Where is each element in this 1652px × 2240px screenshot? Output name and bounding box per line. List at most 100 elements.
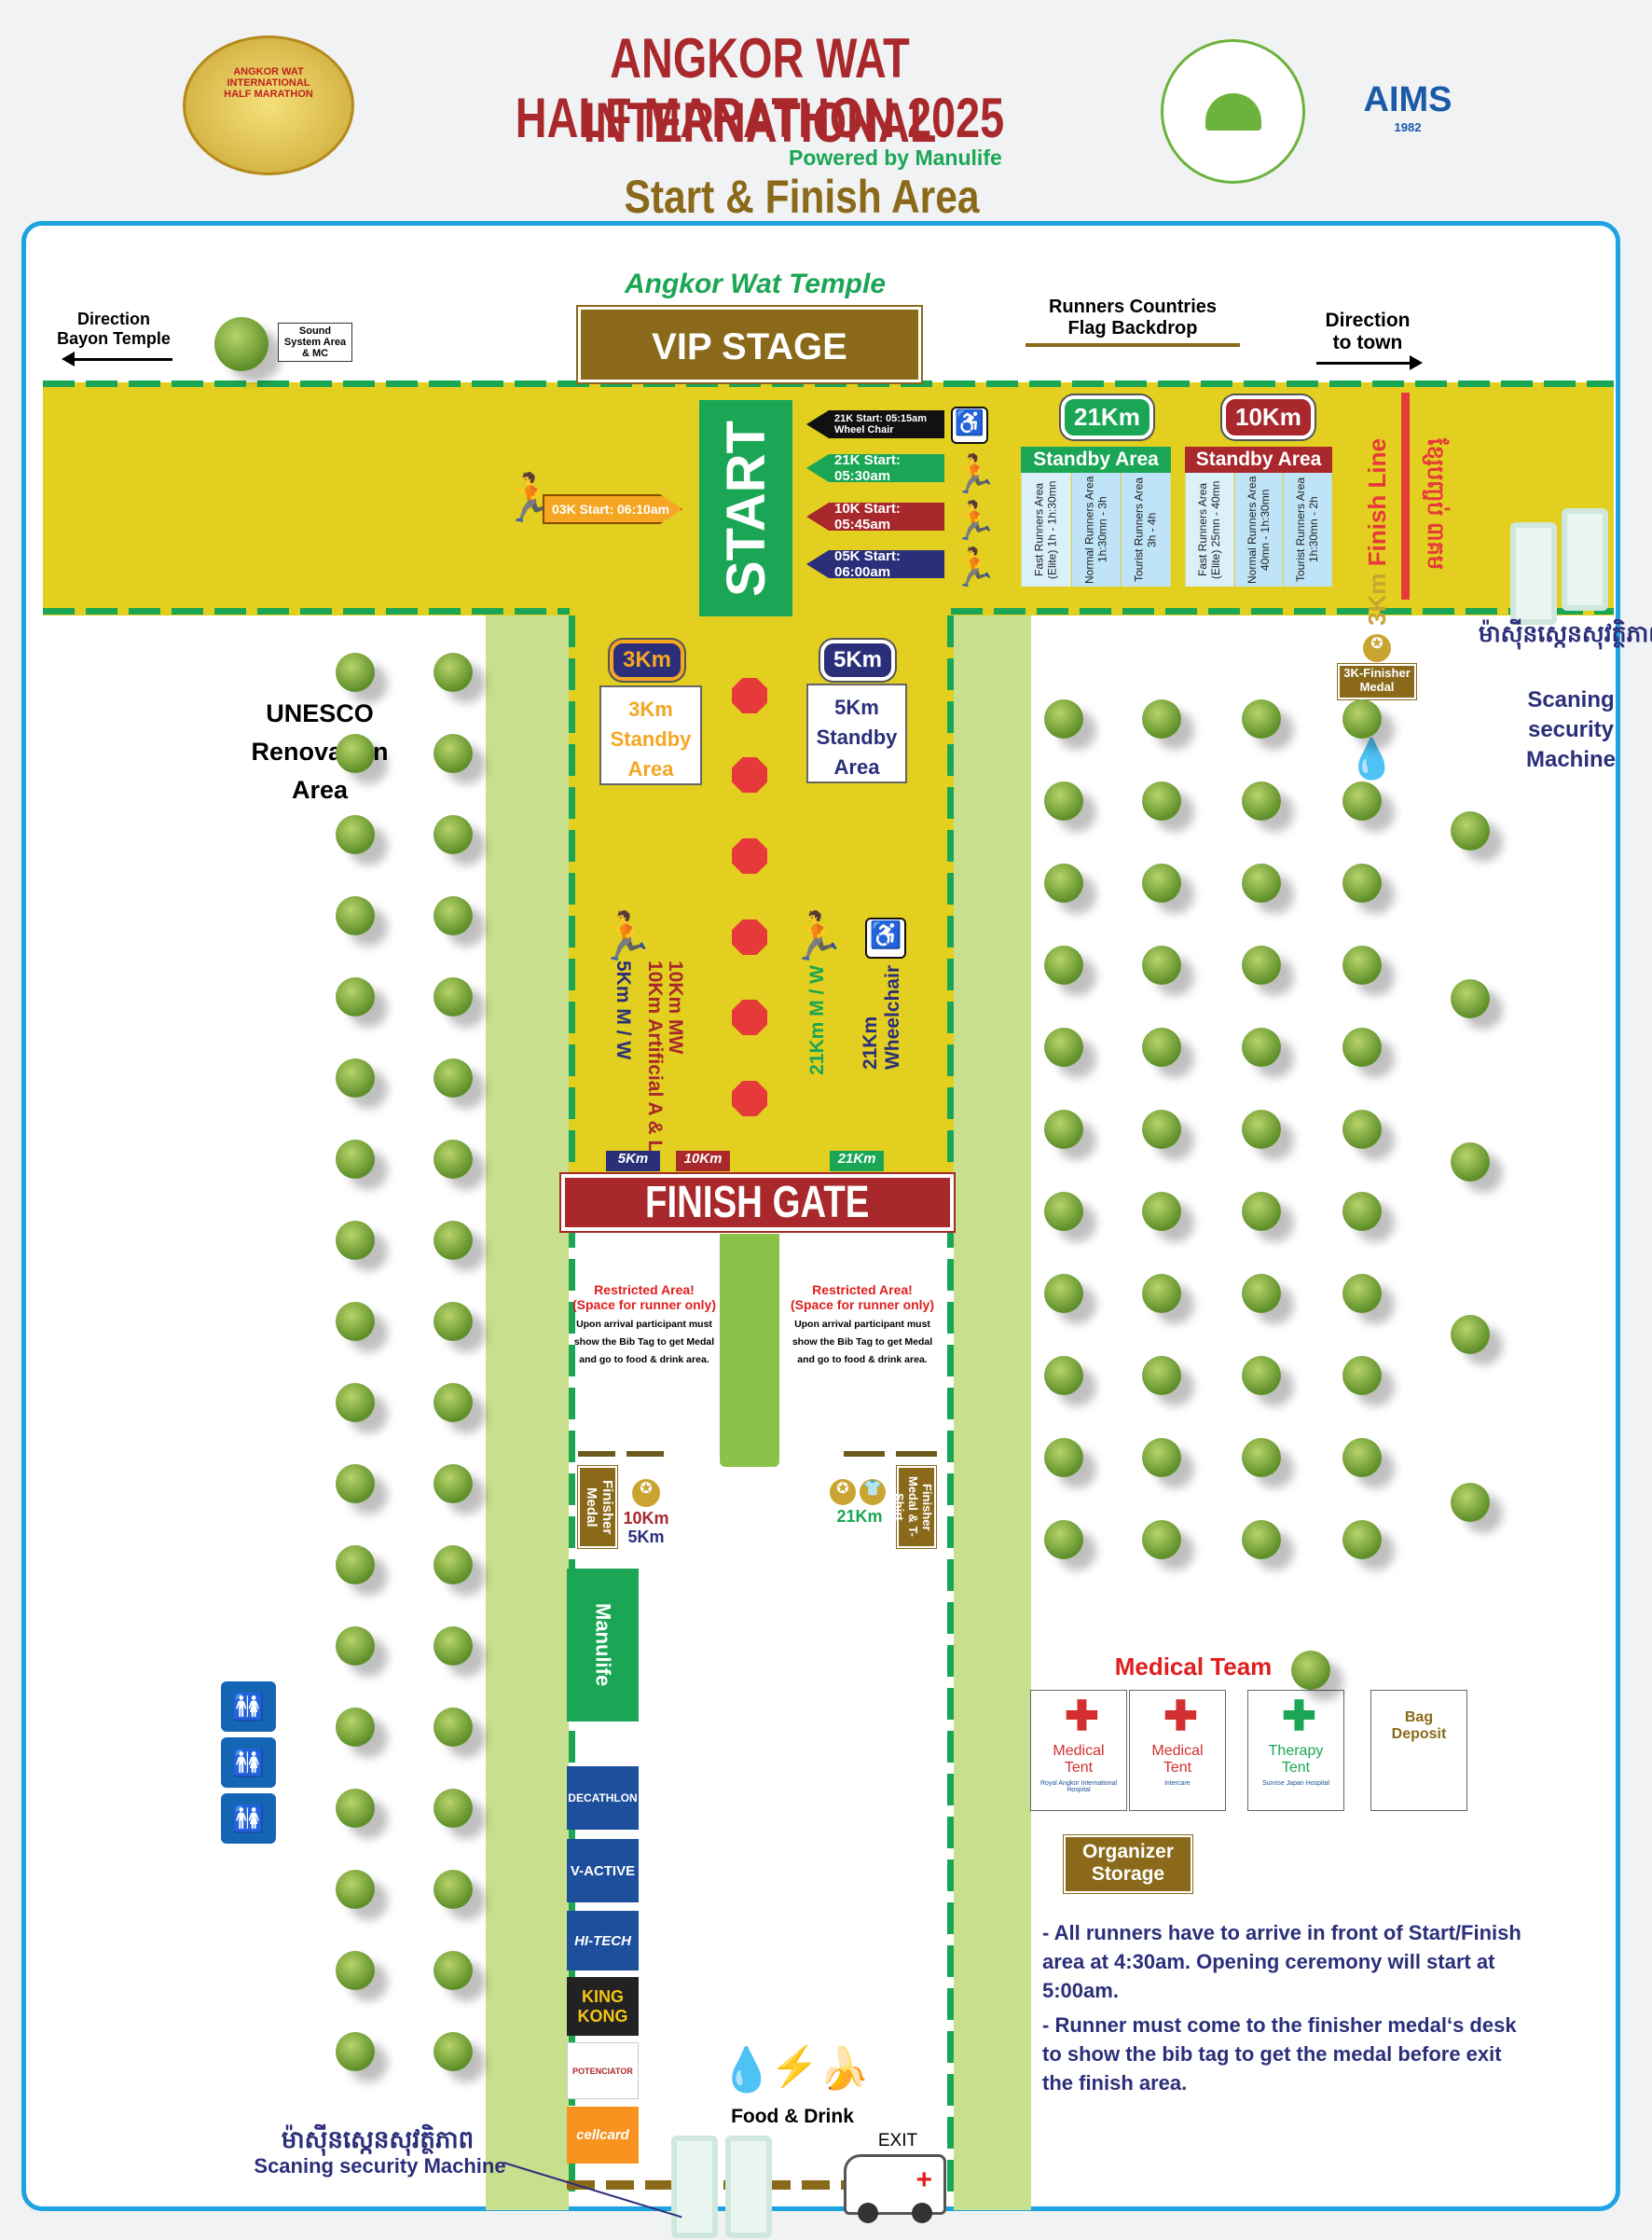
sponsor-decathlon: DECATHLON (567, 1766, 639, 1830)
tree-icon (434, 2032, 473, 2071)
standby-3km: 3Km Standby Area (599, 685, 702, 785)
lane-21km-wheelchair: 21Km Wheelchair (860, 965, 903, 1071)
center-divider (720, 1234, 779, 1467)
finisher-medal-desk-left: Finisher Medal (578, 1466, 617, 1548)
tree-icon (1451, 1142, 1490, 1182)
tree-icon (1291, 1651, 1330, 1690)
green-strip-right (954, 615, 1031, 2210)
tree-icon (1342, 1356, 1382, 1395)
tree-icon (1342, 1028, 1382, 1067)
tree-icon (434, 1464, 473, 1503)
tree-icon (214, 317, 268, 371)
food-drink-label: Food & Drink (731, 2106, 854, 2127)
runner-icon: 🏃 (951, 454, 998, 495)
tree-icon (336, 815, 375, 854)
direction-bayon: Direction Bayon Temple (57, 310, 171, 348)
security-machine-icon (1562, 508, 1608, 611)
tree-icon (1342, 1192, 1382, 1231)
wheelchair-icon: ♿ (951, 407, 988, 444)
finisher-medal-desk-right: Finisher Medal & T-Shirt (892, 1466, 936, 1548)
tree-icon (336, 1626, 375, 1666)
tree-icon (1342, 1274, 1382, 1313)
sign-5km: 5Km (820, 640, 896, 681)
tree-icon (336, 1708, 375, 1747)
toilet-icon: 🚻 (221, 1793, 276, 1844)
tree-icon (1342, 946, 1382, 985)
tree-icon (1242, 1438, 1281, 1477)
tree-icon (336, 977, 375, 1016)
direction-town: Direction to town (1325, 310, 1411, 353)
ambulance-icon: + (844, 2154, 946, 2223)
event-logo: ANGKOR WAT INTERNATIONAL HALF MARATHON (183, 35, 354, 175)
medal-icon: ✪ (830, 1479, 856, 1505)
security-machine-icon (671, 2136, 718, 2238)
barrier-hexagon (732, 757, 767, 793)
security-label-khmer-right: ម៉ាស៊ីនស្កេនសុវត្ថិភាព (1478, 621, 1652, 647)
tree-icon (1342, 699, 1382, 739)
tree-icon (434, 1870, 473, 1909)
medal-icon: ✪ (1363, 634, 1391, 662)
exit-label: EXIT (877, 2131, 918, 2150)
sign-10km: 10Km (1222, 395, 1315, 439)
tree-icon (434, 1383, 473, 1422)
tree-icon (336, 1140, 375, 1179)
tree-icon (434, 1140, 473, 1179)
tree-icon (1242, 1110, 1281, 1149)
tree-icon (1242, 1192, 1281, 1231)
tree-icon (1242, 1028, 1281, 1067)
tree-icon (1044, 1110, 1083, 1149)
medical-team-label: Medical Team (1114, 1652, 1273, 1680)
green-strip-left (486, 615, 569, 2210)
tree-icon (1142, 1028, 1181, 1067)
tree-icon (1142, 1192, 1181, 1231)
start-arrow-21k: 21K Start: 05:30am (806, 454, 944, 482)
sponsor-hi-tech: HI-TECH (567, 1911, 639, 1970)
road-edge (951, 608, 1614, 615)
tree-icon (1044, 946, 1083, 985)
tree-icon (1342, 1438, 1382, 1477)
medal-10km: 10Km (623, 1509, 669, 1528)
arrow-left-icon (62, 352, 172, 366)
tree-icon (336, 1789, 375, 1828)
corridor-edge (947, 615, 954, 2201)
tree-icon (1142, 1438, 1181, 1477)
start-arrow-05k: 05K Start: 06:00am (806, 550, 944, 578)
title-line2: HALF MARATHON 2025 (515, 87, 1005, 149)
finish-line-label: 3Km Finish Line (1363, 438, 1391, 626)
sponsor-cellcard: cellcard (567, 2107, 639, 2164)
tree-icon (434, 653, 473, 692)
start-box: START (699, 400, 792, 616)
finish-line-khmer: ខ្សែបញ្ចប់ ៣គម (1423, 438, 1448, 570)
world-athletics-logo (1161, 39, 1305, 184)
organizer-storage: Organizer Storage (1064, 1835, 1192, 1893)
runner-icon: 🏃 (597, 910, 655, 962)
tree-icon (434, 1221, 473, 1260)
tree-icon (1242, 1520, 1281, 1559)
tree-icon (1242, 1356, 1281, 1395)
tree-icon (434, 815, 473, 854)
medal-21km: 21Km (836, 1507, 883, 1526)
tree-icon (1242, 946, 1281, 985)
tree-icon (1044, 1192, 1083, 1231)
arrow-right-icon (1316, 355, 1423, 370)
tree-icon (1044, 781, 1083, 821)
sponsor-v-active: V-ACTIVE (567, 1839, 639, 1902)
start-label: START (715, 420, 777, 597)
tree-icon (1451, 1315, 1490, 1354)
tree-icon (336, 1221, 375, 1260)
tree-icon (336, 1383, 375, 1422)
water-icon: 💧 (720, 2045, 774, 2094)
tree-icon (1242, 699, 1281, 739)
tree-icon (1142, 1110, 1181, 1149)
runner-icon: 🏃 (788, 910, 847, 962)
sound-system-label: Sound System Area & MC (278, 323, 352, 362)
tree-icon (434, 1708, 473, 1747)
barrier-hexagon (732, 1081, 767, 1116)
sponsor-potenciator: POTENCIATOR (567, 2042, 639, 2099)
tree-icon (1044, 1438, 1083, 1477)
tree-icon (336, 2032, 375, 2071)
barrier-hexagon (732, 920, 767, 955)
lane-10km-artificial: 10Km Artificial A & L (644, 961, 666, 1153)
